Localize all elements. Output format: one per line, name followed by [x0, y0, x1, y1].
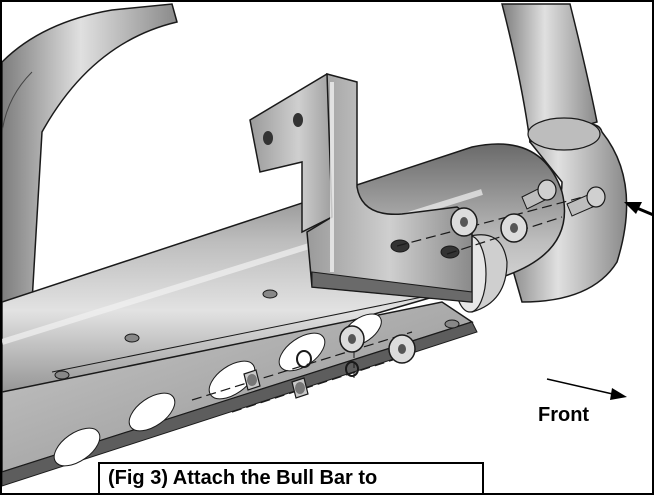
- direction-arrow-icon: [546, 378, 627, 400]
- front-direction-label: Front: [538, 404, 590, 426]
- pointer-arrow-icon: [624, 202, 652, 216]
- upper-hardware: [396, 179, 606, 255]
- lower-lock-washer-2: [345, 361, 359, 377]
- lower-lock-washer-1: [296, 350, 312, 368]
- lower-hardware: [191, 325, 416, 413]
- upper-washer-right: [500, 213, 528, 243]
- lower-washer-2: [388, 334, 416, 364]
- figure-caption: (Fig 3) Attach the Bull Bar to: [98, 462, 484, 493]
- lower-nut-2: [291, 377, 309, 399]
- left-upright-tube: [2, 3, 178, 303]
- mounting-bracket: [249, 73, 473, 303]
- upper-bolt-left: [521, 179, 557, 210]
- lower-washer-1: [339, 325, 365, 353]
- lower-nut-1: [243, 369, 261, 391]
- upper-washer-left: [450, 207, 478, 237]
- upper-bolt-right: [566, 186, 606, 217]
